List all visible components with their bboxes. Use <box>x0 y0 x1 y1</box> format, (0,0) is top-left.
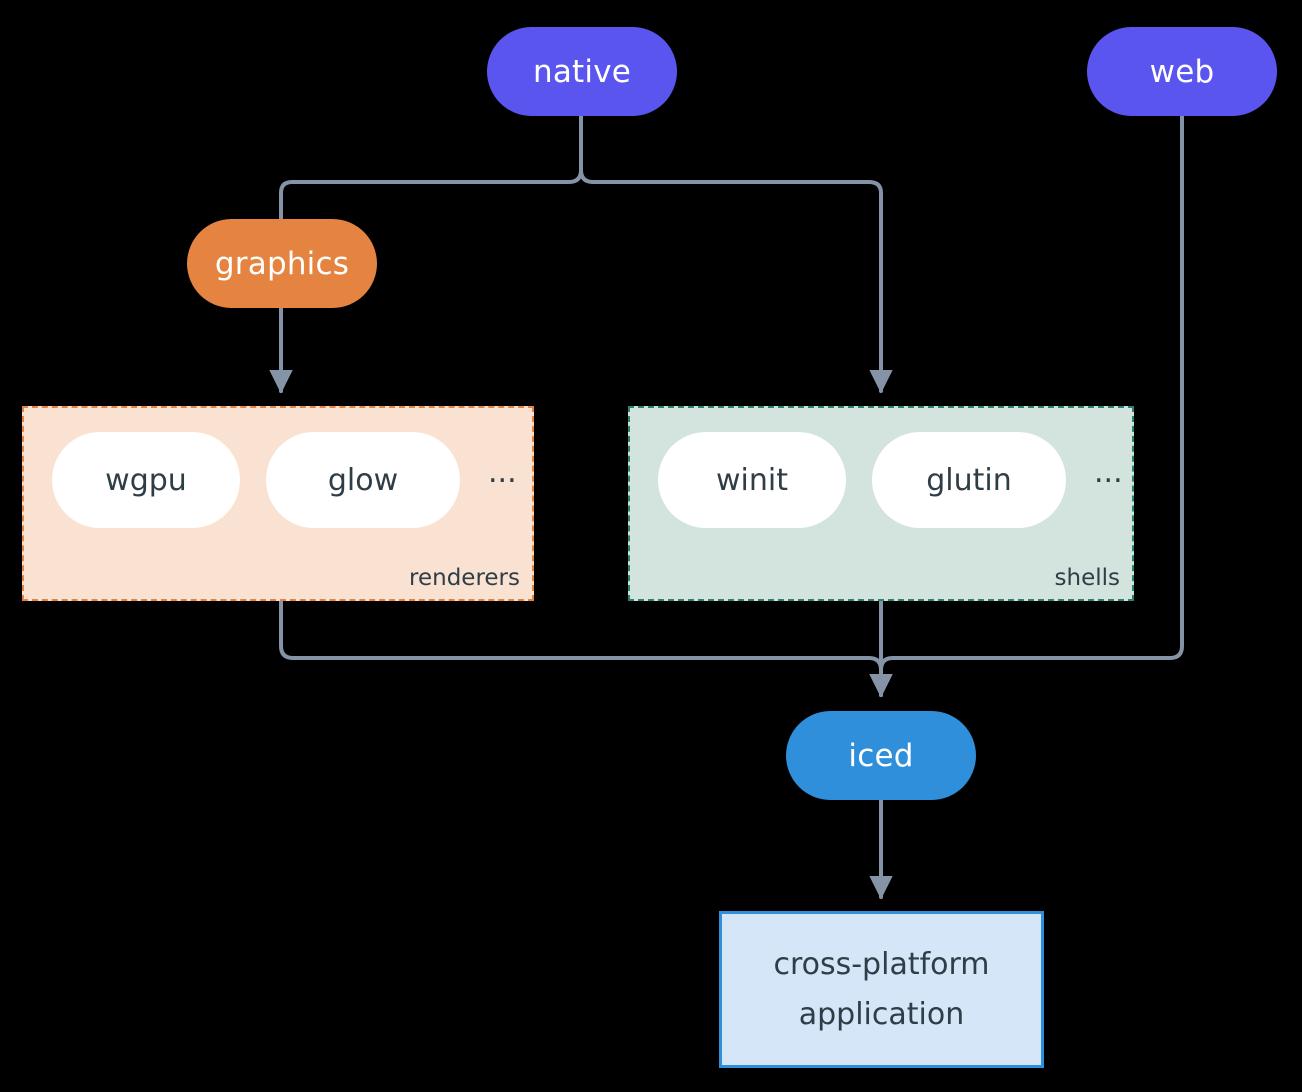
group-renderers-label: renderers <box>409 565 520 591</box>
node-native-label: native <box>532 53 632 90</box>
node-wgpu-label: wgpu <box>105 462 187 498</box>
node-wgpu[interactable]: wgpu <box>52 432 240 528</box>
node-winit-label: winit <box>716 462 788 498</box>
node-iced-label: iced <box>848 737 914 774</box>
renderers-more-ellipsis: ... <box>488 455 517 490</box>
node-cross-platform-application[interactable]: cross-platform application <box>719 911 1044 1068</box>
node-glow-label: glow <box>327 462 399 498</box>
group-renderers: wgpu glow ... renderers <box>22 406 534 601</box>
node-iced[interactable]: iced <box>786 711 976 800</box>
group-shells-label: shells <box>1054 565 1120 591</box>
application-label-line1: cross-platform <box>773 947 990 982</box>
node-native[interactable]: native <box>487 27 677 116</box>
node-glutin[interactable]: glutin <box>872 432 1066 528</box>
group-renderers-items: wgpu glow ... <box>24 432 532 528</box>
shells-more-ellipsis: ... <box>1094 455 1123 490</box>
node-web-label: web <box>1149 53 1215 90</box>
edge-renderers-to-iced <box>279 599 893 698</box>
node-web[interactable]: web <box>1087 27 1277 116</box>
application-label-line2: application <box>798 996 965 1032</box>
node-graphics-label: graphics <box>214 245 350 282</box>
node-glow[interactable]: glow <box>266 432 460 528</box>
group-shells: winit glutin ... shells <box>628 406 1134 601</box>
group-shells-items: winit glutin ... <box>630 432 1132 528</box>
node-glutin-label: glutin <box>926 462 1012 498</box>
node-winit[interactable]: winit <box>658 432 846 528</box>
edge-native-to-shells <box>579 115 893 394</box>
node-graphics[interactable]: graphics <box>187 219 377 308</box>
